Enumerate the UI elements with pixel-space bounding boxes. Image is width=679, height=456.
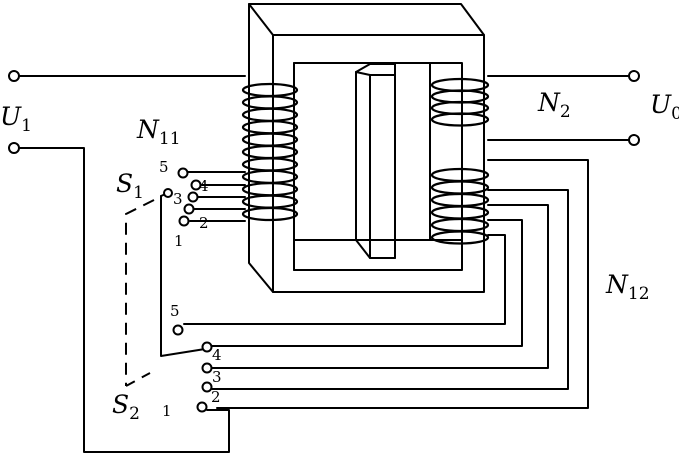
s1-tap-3: 3 bbox=[173, 190, 183, 208]
n12-turn bbox=[430, 180, 490, 195]
s2-tap-2: 2 bbox=[211, 388, 221, 406]
n11-label: N11 bbox=[136, 115, 181, 149]
n11-turn bbox=[241, 157, 299, 172]
n12-turn bbox=[430, 217, 490, 233]
switch-mechanical-link bbox=[125, 199, 155, 386]
s1-link-wire bbox=[160, 195, 206, 357]
n11-turn bbox=[241, 107, 299, 122]
n11-turn bbox=[241, 132, 299, 147]
n11-turn bbox=[241, 206, 299, 222]
s2-contact-2[interactable] bbox=[201, 381, 213, 393]
n12-label: N12 bbox=[605, 270, 650, 304]
s2-contact-5[interactable] bbox=[172, 324, 184, 336]
n12-turn bbox=[430, 192, 490, 208]
s2-contact-1[interactable] bbox=[196, 401, 208, 413]
s1-contact-3[interactable] bbox=[187, 191, 199, 203]
s2-contact-4[interactable] bbox=[201, 341, 213, 353]
s1-tap-4: 4 bbox=[199, 177, 209, 195]
primary-coil-n11 bbox=[241, 82, 299, 222]
core-outer-front bbox=[272, 34, 485, 293]
n11-turn bbox=[241, 95, 299, 110]
secondary-coil-n2 bbox=[430, 77, 490, 127]
s2-label: S2 bbox=[112, 390, 140, 424]
n2-turn bbox=[430, 100, 490, 116]
s1-contact-4[interactable] bbox=[190, 179, 202, 191]
n11-turn bbox=[241, 169, 299, 184]
transformer-core bbox=[248, 3, 485, 293]
s1-contact-1[interactable] bbox=[178, 215, 190, 227]
s2-contact-3[interactable] bbox=[201, 362, 213, 374]
s1-contact-2[interactable] bbox=[183, 203, 195, 215]
n12-turn bbox=[430, 230, 490, 245]
n11-turn bbox=[241, 194, 299, 209]
s1-tap-1: 1 bbox=[174, 232, 184, 250]
n2-turn bbox=[430, 77, 490, 93]
u0-label: U0 bbox=[650, 90, 679, 124]
u0-terminal-top[interactable] bbox=[628, 70, 640, 82]
u1-label: U1 bbox=[0, 102, 32, 136]
s2-tap-4: 4 bbox=[212, 346, 222, 364]
n12-turn bbox=[430, 205, 490, 220]
s1-tap-5: 5 bbox=[159, 158, 169, 176]
s1-tap-2: 2 bbox=[199, 214, 209, 232]
n11-turn bbox=[241, 144, 299, 160]
n12-turn bbox=[430, 167, 490, 183]
u1-terminal-top[interactable] bbox=[8, 70, 20, 82]
n2-label: N2 bbox=[537, 88, 571, 122]
labels: U1 U0 N11 N2 N12 S1 S2 5 4 3 2 1 5 4 3 2… bbox=[0, 88, 679, 424]
u1-bottom-wire bbox=[19, 147, 230, 453]
s2-tap-1: 1 bbox=[162, 402, 172, 420]
s2-tap-5: 5 bbox=[170, 302, 180, 320]
u0-terminal-bottom[interactable] bbox=[628, 134, 640, 146]
tapped-coil-n12 bbox=[430, 167, 490, 245]
core-left-face bbox=[248, 3, 274, 293]
core-top-face bbox=[248, 3, 485, 36]
s1-contact-5[interactable] bbox=[177, 167, 189, 179]
s2-tap-3: 3 bbox=[212, 368, 222, 386]
n2-turn bbox=[430, 112, 490, 127]
n11-turn bbox=[241, 82, 299, 98]
n2-turn bbox=[430, 89, 490, 104]
s1-label: S1 bbox=[116, 169, 144, 203]
n11-turn bbox=[241, 120, 299, 135]
core-center-leg bbox=[369, 74, 396, 259]
s1-pivot[interactable] bbox=[163, 188, 173, 198]
terminals bbox=[8, 70, 640, 413]
core-window-depth bbox=[293, 62, 463, 241]
wiring bbox=[19, 75, 631, 453]
n11-turn bbox=[241, 182, 299, 197]
u1-terminal-bottom[interactable] bbox=[8, 142, 20, 154]
